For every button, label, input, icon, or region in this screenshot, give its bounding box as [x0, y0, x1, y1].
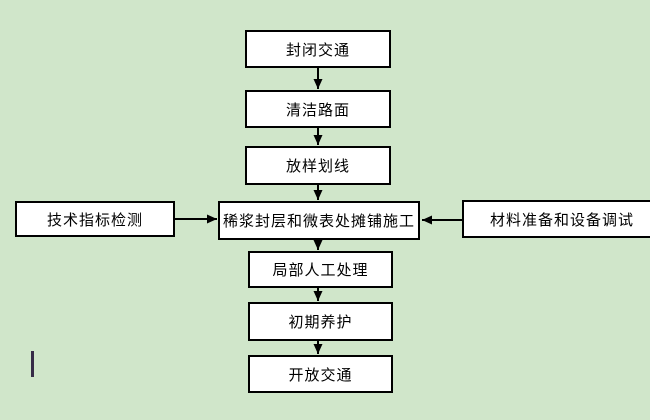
flow-node-label: 放样划线: [285, 157, 350, 175]
flow-node-close-traffic[interactable]: 封闭交通: [245, 30, 391, 68]
flow-node-label: 稀浆封层和微表处摊铺施工: [222, 212, 415, 230]
flow-node-open-traffic[interactable]: 开放交通: [248, 355, 393, 393]
flow-node-paving-work[interactable]: 稀浆封层和微表处摊铺施工: [218, 201, 420, 240]
flow-node-label: 开放交通: [288, 365, 353, 384]
flow-node-material-equipment[interactable]: 材料准备和设备调试: [462, 200, 650, 238]
flow-node-label: 技术指标检测: [46, 210, 143, 229]
flow-node-initial-curing[interactable]: 初期养护: [248, 302, 393, 341]
flow-node-label: 清洁路面: [285, 100, 350, 119]
flow-node-layout-marking[interactable]: 放样划线: [245, 146, 391, 185]
flow-node-clean-road[interactable]: 清洁路面: [245, 90, 391, 128]
flow-node-label: 封闭交通: [285, 40, 350, 59]
flow-node-label: 局部人工处理: [272, 261, 369, 279]
flow-node-local-manual[interactable]: 局部人工处理: [248, 251, 393, 288]
flow-node-label: 材料准备和设备调试: [489, 210, 634, 229]
text-caret: [31, 351, 34, 377]
flow-node-tech-inspection[interactable]: 技术指标检测: [15, 201, 175, 237]
flow-node-label: 初期养护: [288, 313, 353, 331]
